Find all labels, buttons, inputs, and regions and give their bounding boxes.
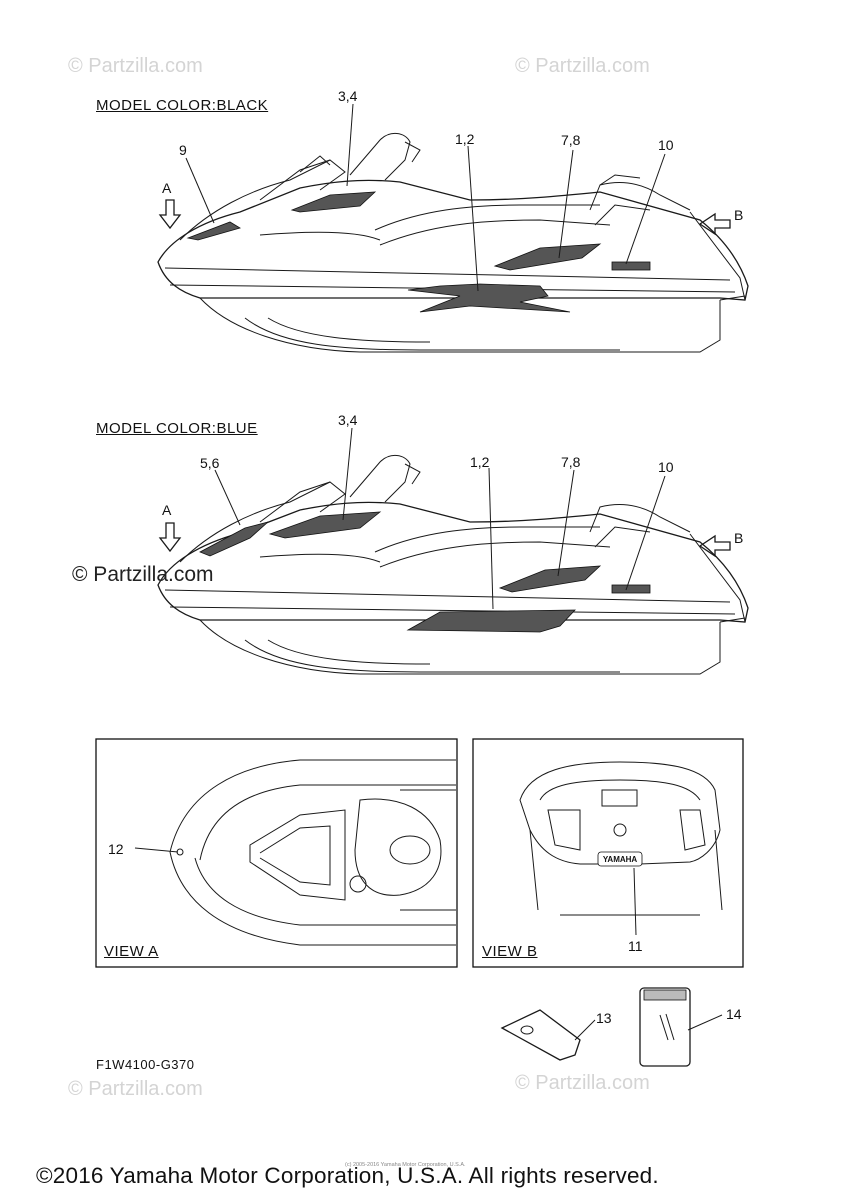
part-14-drawing — [639, 987, 691, 1067]
watermark-bottom-right: © Partzilla.com — [515, 1072, 650, 1094]
view-a-label: VIEW A — [104, 943, 159, 960]
watermark-bottom-left: © Partzilla.com — [68, 1078, 203, 1100]
view-b-box — [472, 738, 744, 968]
part-code: F1W4100-G370 — [96, 1057, 195, 1072]
decal-3-4-black — [290, 191, 377, 213]
emblem-11 — [597, 851, 643, 867]
view-b-label: VIEW B — [482, 943, 538, 960]
decal-7-8-black — [493, 243, 602, 271]
callout-9-black: 9 — [179, 142, 187, 158]
callout-7-8-black: 7,8 — [561, 132, 581, 148]
callout-5-6-blue: 5,6 — [200, 455, 220, 471]
model-title-black: MODEL COLOR:BLACK — [96, 97, 269, 114]
callout-3-4-black: 3,4 — [338, 88, 358, 104]
watermark-top-right: © Partzilla.com — [515, 55, 650, 77]
decal-9-black — [186, 221, 241, 241]
decal-10-black — [611, 261, 651, 271]
decal-7-8-blue — [498, 565, 602, 593]
callout-13: 13 — [596, 1010, 612, 1026]
model-title-blue: MODEL COLOR:BLUE — [96, 420, 258, 437]
callout-3-4-blue: 3,4 — [338, 412, 358, 428]
callout-1-2-black: 1,2 — [455, 131, 475, 147]
view-a-box — [95, 738, 458, 968]
emblem-text: YAMAHA — [602, 855, 638, 864]
loose-parts — [500, 987, 723, 1067]
view-b-marker-black: B — [734, 207, 744, 223]
watercraft-black-drawing — [157, 103, 749, 353]
decal-1-2-black — [407, 283, 571, 313]
copyright-notice: ©2016 Yamaha Motor Corporation, U.S.A. A… — [36, 1163, 659, 1188]
callout-14: 14 — [726, 1006, 742, 1022]
callout-10-blue: 10 — [658, 459, 674, 475]
callout-10-black: 10 — [658, 137, 674, 153]
callout-1-2-blue: 1,2 — [470, 454, 490, 470]
decal-1-2-blue — [406, 609, 576, 633]
watercraft-blue-drawing — [157, 427, 749, 675]
decal-10-blue — [611, 584, 651, 594]
decal-5-6-blue — [199, 521, 269, 557]
callout-7-8-blue: 7,8 — [561, 454, 581, 470]
decal-3-4-blue — [268, 511, 382, 539]
view-b-marker-blue: B — [734, 530, 744, 546]
tiny-credit: (c) 2005-2016 Yamaha Motor Corporation, … — [345, 1162, 466, 1168]
callout-11: 11 — [628, 938, 643, 954]
callout-12: 12 — [108, 841, 124, 857]
part-13-drawing — [500, 1009, 581, 1061]
view-a-marker-blue: A — [162, 502, 172, 518]
watermark-middle: © Partzilla.com — [72, 563, 214, 586]
view-a-marker-black: A — [162, 180, 172, 196]
watermark-top-left: © Partzilla.com — [68, 55, 203, 77]
